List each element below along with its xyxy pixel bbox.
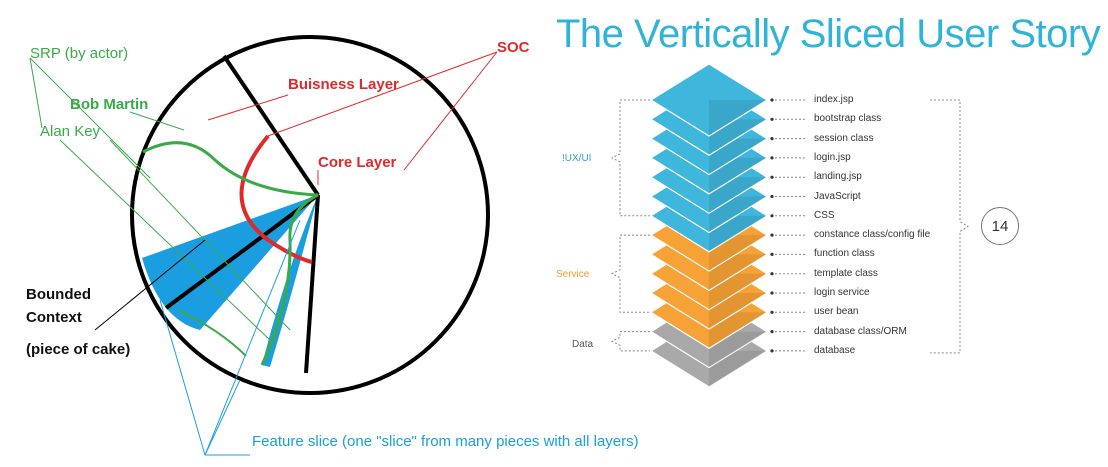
alan-curve [260, 193, 319, 366]
layer-item-label: template class [814, 267, 878, 279]
page-title: The Vertically Sliced User Story [556, 12, 1101, 56]
connector-dot [770, 98, 774, 102]
bracket-total [930, 99, 969, 354]
layer-tile-shade [709, 177, 767, 214]
layer-tile-shade [709, 312, 767, 349]
layer-tile-shade [709, 138, 767, 175]
cake-diagram [29, 35, 498, 456]
feature-slice-inner [262, 195, 318, 367]
layer-item-label: login.jsp [814, 151, 851, 163]
label-feature-slice: Feature slice (one "slice" from many pie… [252, 433, 639, 450]
label-context: Context [26, 309, 82, 326]
connector-dot [770, 137, 774, 141]
connector-dot [770, 156, 774, 160]
label-bounded: Bounded [26, 286, 91, 303]
layer-tile-shade [709, 235, 767, 272]
radius-top [222, 54, 320, 197]
connector-dot [770, 291, 774, 295]
layer-tile-shade [709, 196, 767, 233]
count-badge: 14 [981, 207, 1019, 245]
group-label-service: Service [556, 269, 590, 280]
connector-dot [770, 252, 774, 256]
layer-item-label: login service [814, 287, 870, 298]
radius-bottom [304, 194, 320, 374]
layer-item-label: user bean [814, 306, 859, 318]
layer-tile-shade [709, 331, 767, 368]
business-pointer [207, 94, 289, 121]
layer-item-label: function class [814, 248, 875, 260]
bob-pointer [129, 111, 185, 131]
group-label-ui: !UX/UI [562, 153, 592, 164]
connector-dot [770, 194, 774, 199]
connector-dot [770, 310, 774, 314]
layer-item-label: landing.jsp [814, 171, 862, 183]
label-business-layer: Buisness Layer [288, 76, 399, 93]
soc-pointer-2 [403, 51, 498, 171]
layer-tile-shade [709, 119, 767, 156]
bracket-ui [610, 99, 650, 217]
bounded-pointer [94, 239, 206, 331]
label-core-layer: Core Layer [318, 154, 397, 171]
core-layer-arc [239, 134, 313, 264]
connector-dot [770, 272, 774, 276]
layer-tile-shade [709, 293, 767, 329]
label-piece-of-cake: (piece of cake) [26, 341, 131, 358]
connector-dot [770, 214, 774, 218]
layer-item-label: session class [814, 132, 874, 144]
connector-dot [770, 330, 774, 334]
bob-curve [177, 309, 247, 357]
label-soc: SOC [497, 39, 530, 56]
layer-tile-shade [709, 254, 767, 291]
layer-item-label: database [814, 344, 856, 356]
layer-tile-shade [709, 157, 767, 194]
layer-tile [649, 63, 769, 137]
layer-item-label: JavaScript [814, 190, 861, 202]
connector-dot [770, 349, 774, 353]
connector-dot [770, 175, 774, 179]
layer-tile-shade [709, 215, 767, 252]
layer-item-label: CSS [814, 209, 835, 221]
connector-dot [770, 233, 774, 237]
count-badge-value: 14 [991, 217, 1009, 235]
label-srp: SRP (by actor) [30, 45, 129, 62]
label-bob-martin: Bob Martin [70, 96, 149, 113]
srp-pointer-1 [29, 57, 151, 179]
layer-stack [610, 63, 969, 388]
bracket-service [610, 234, 650, 313]
feature-pointer-2 [204, 379, 241, 456]
layer-item-label: index.jsp [814, 94, 854, 105]
bracket-data [610, 331, 650, 352]
layer-tile-shade [709, 100, 767, 136]
srp-curve [142, 141, 319, 197]
connector-dot [770, 117, 774, 121]
layer-item-label: constance class/config file [814, 229, 931, 241]
group-label-data: Data [572, 339, 594, 350]
soc-pointer-1 [267, 51, 498, 137]
alan-pointer-2 [109, 139, 291, 331]
feature-pointer-3 [204, 219, 301, 456]
layer-tile-shade [709, 273, 767, 310]
outer-circle [130, 35, 490, 395]
layer-item-label: database class/ORM [814, 325, 907, 337]
alan-pointer-1 [59, 139, 271, 341]
layer-tile-shade [709, 350, 767, 387]
layer-item-label: bootstrap class [814, 113, 882, 125]
label-alan-key: Alan Key [40, 123, 101, 140]
radius-left [164, 193, 320, 310]
srp-pointer-2 [29, 57, 43, 129]
